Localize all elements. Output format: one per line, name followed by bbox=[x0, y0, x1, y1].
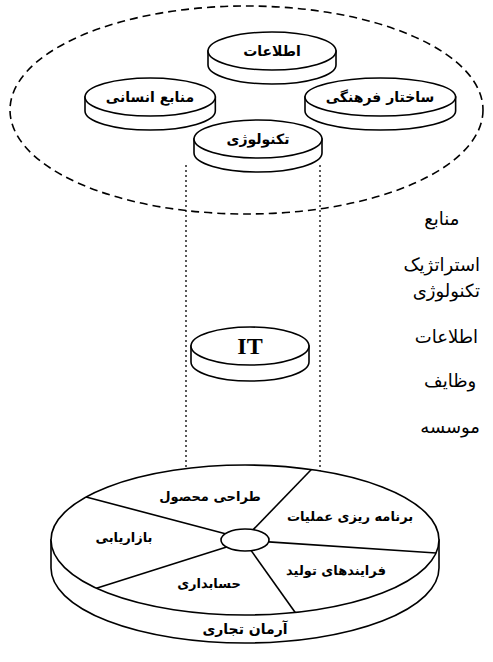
sector-label: حسابداری bbox=[177, 576, 241, 592]
disk-top bbox=[51, 465, 439, 615]
dashed-outline bbox=[10, 6, 483, 214]
disk-label: منابع انسانی bbox=[106, 89, 194, 106]
disk-label: IT bbox=[237, 332, 262, 361]
rim-label: آرمان تجاری bbox=[202, 621, 287, 638]
center-hole bbox=[221, 529, 269, 551]
sector-label: برنامه ریزی عملیات bbox=[287, 509, 413, 525]
resource-disk: ساختار فرهنگی bbox=[304, 76, 457, 130]
sector-label: فرایندهای تولید bbox=[286, 563, 386, 579]
disk-top bbox=[191, 327, 309, 365]
disk-top bbox=[305, 78, 456, 116]
resource-disk: تکنولوژی bbox=[193, 118, 323, 172]
disk-label: ساختار فرهنگی bbox=[326, 89, 435, 106]
disk-top bbox=[208, 32, 336, 70]
side-label: تکنولوژی اطلاعات bbox=[413, 268, 480, 360]
disk-top bbox=[85, 78, 215, 116]
it-disk: ITتکنولوژی اطلاعات bbox=[190, 325, 310, 381]
resource-disk: منابع انسانی bbox=[84, 76, 216, 130]
disk-label: اطلاعات bbox=[243, 43, 301, 60]
resource-disk: اطلاعات bbox=[207, 30, 337, 84]
sector-divider bbox=[251, 551, 295, 613]
function-sector: طراحی محصول bbox=[155, 487, 265, 507]
function-sector: برنامه ریزی عملیات bbox=[283, 507, 417, 527]
function-sector: فرایندهای تولید bbox=[282, 561, 390, 581]
function-sector: بازاریابی bbox=[92, 528, 157, 548]
side-label: منابع استراتژیک bbox=[403, 196, 480, 288]
strategic-region: منابع استراتژیکاطلاعاتمنابع انسانیساختار… bbox=[8, 4, 485, 216]
sector-divider bbox=[269, 542, 436, 553]
sector-label: طراحی محصول bbox=[159, 489, 261, 505]
sector-label: بازاریابی bbox=[96, 530, 153, 546]
base-disk: آرمان تجاریوظایف موسسهطراحی محصولبرنامه … bbox=[50, 465, 440, 643]
dotted-guide bbox=[185, 165, 186, 480]
side-label: وظایف موسسه bbox=[420, 358, 480, 450]
disk-top bbox=[194, 120, 322, 158]
function-sector: حسابداری bbox=[173, 574, 245, 594]
dotted-guide bbox=[319, 165, 320, 480]
disk-label: تکنولوژی bbox=[227, 131, 290, 148]
